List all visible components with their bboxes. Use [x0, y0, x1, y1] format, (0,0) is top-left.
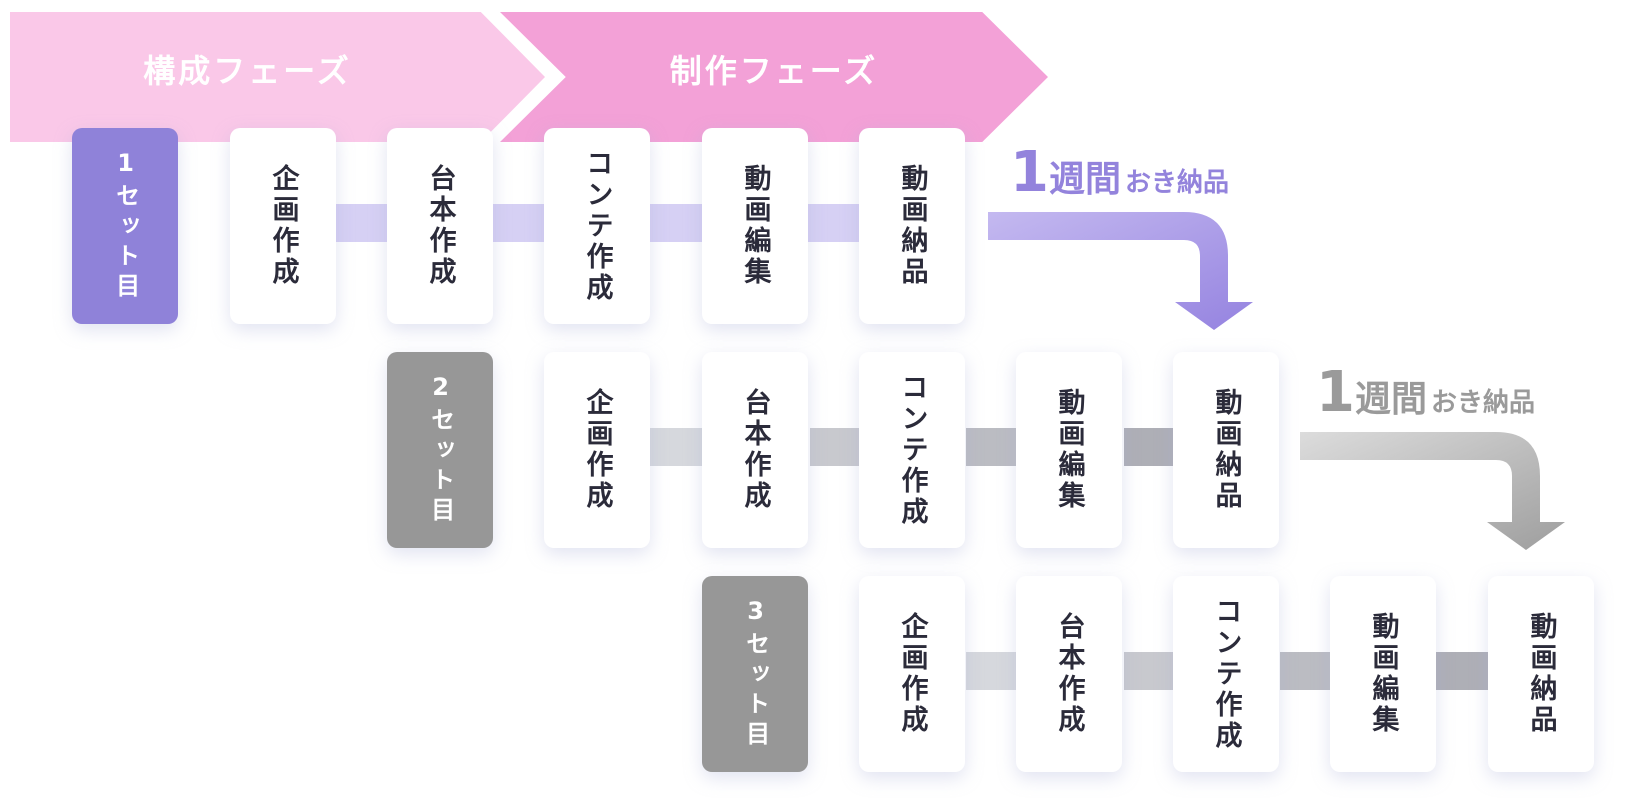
step-card: 台本作成 [387, 128, 493, 324]
weekly-delivery-label: 1 週間 おき納品 [1010, 140, 1229, 205]
step-card: 動画編集 [1016, 352, 1122, 548]
step-card: 台本作成 [1016, 576, 1122, 772]
step-card: 企画作成 [230, 128, 336, 324]
step-card: 動画編集 [702, 128, 808, 324]
set-label-3: 3セット目 [702, 576, 808, 772]
step-card: 動画納品 [859, 128, 965, 324]
step-card: 動画納品 [1488, 576, 1594, 772]
phase-banner-production: 制作フェーズ [500, 12, 1048, 142]
step-card: 企画作成 [859, 576, 965, 772]
step-card: コンテ作成 [544, 128, 650, 324]
row3-connector [1436, 652, 1496, 690]
step-card: 動画編集 [1330, 576, 1436, 772]
curved-arrow-gray [1300, 432, 1565, 550]
curved-arrow-purple [988, 212, 1253, 330]
set-label-2: 2セット目 [387, 352, 493, 548]
step-card: 動画納品 [1173, 352, 1279, 548]
step-card: コンテ作成 [859, 352, 965, 548]
phase-label-production: 制作フェーズ [669, 52, 879, 90]
phase-label-composition: 構成フェーズ [143, 52, 352, 90]
set-label-1: 1セット目 [72, 128, 178, 324]
phase-banner-composition: 構成フェーズ [10, 12, 545, 142]
row2-connector [650, 428, 710, 466]
step-card: コンテ作成 [1173, 576, 1279, 772]
step-card: 台本作成 [702, 352, 808, 548]
weekly-delivery-label: 1 週間 おき納品 [1316, 360, 1535, 425]
step-card: 企画作成 [544, 352, 650, 548]
